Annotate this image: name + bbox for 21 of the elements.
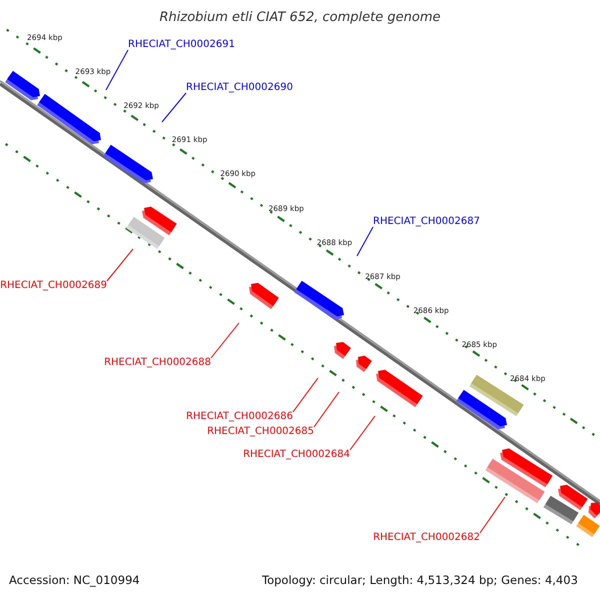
leader-line: [106, 248, 134, 282]
gene-label: RHECIAT_CH0002691: [128, 40, 235, 50]
leader-line: [162, 92, 186, 122]
leader-line: [106, 50, 128, 90]
leader-line: [356, 226, 374, 256]
gene-label: RHECIAT_CH0002689: [0, 281, 107, 291]
leader-line: [350, 416, 376, 450]
gene-label: RHECIAT_CH0002687: [373, 217, 480, 227]
leader-line: [480, 496, 506, 534]
gene-label: RHECIAT_CH0002684: [243, 450, 350, 460]
gene-label: RHECIAT_CH0002688: [104, 358, 211, 368]
gene-label: RHECIAT_CH0002690: [186, 83, 293, 93]
leader-line: [210, 322, 240, 358]
accession-text: Accession: NC_010994: [9, 575, 140, 586]
gene-label: RHECIAT_CH0002682: [373, 533, 480, 543]
leader-line: [314, 392, 340, 428]
title: Rhizobium etli CIAT 652, complete genome: [158, 11, 442, 24]
gene-label: RHECIAT_CH0002686: [186, 412, 293, 422]
leader-line: [292, 378, 318, 412]
genome-summary-text: Topology: circular; Length: 4,513,324 bp; Genes: 4,403: [262, 575, 578, 586]
gene-label: RHECIAT_CH0002685: [207, 427, 314, 437]
